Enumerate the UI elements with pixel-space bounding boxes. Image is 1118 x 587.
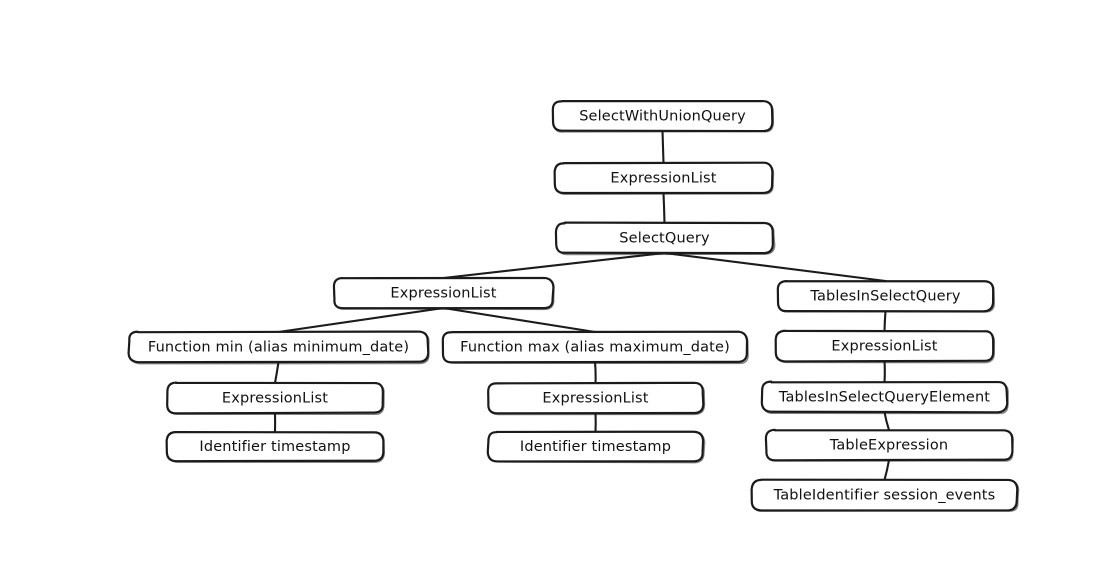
tree-node-tableexpression[interactable]: TableExpression — [766, 430, 1013, 461]
tree-node-expressionlist[interactable]: ExpressionList — [334, 278, 554, 309]
tree-edge — [664, 193, 665, 223]
node-label: Function max (alias maximum_date) — [460, 340, 730, 356]
tree-edge — [275, 362, 279, 383]
node-label: ExpressionList — [831, 339, 937, 355]
node-label: SelectQuery — [619, 231, 710, 247]
node-label: Identifier timestamp — [520, 439, 671, 455]
node-label: TablesInSelectQueryElement — [778, 390, 990, 406]
tree-edge — [279, 308, 444, 332]
node-label: TableIdentifier session_events — [773, 488, 996, 504]
node-label: Function min (alias minimum_date) — [148, 340, 409, 356]
tree-node-tablesinselectqueryelement[interactable]: TablesInSelectQueryElement — [762, 382, 1008, 414]
tree-edge — [444, 253, 665, 278]
tree-edge — [885, 311, 886, 331]
tree-node-expressionlist[interactable]: ExpressionList — [555, 163, 774, 194]
tree-node-selectwithunionquery[interactable]: SelectWithUnionQuery — [553, 101, 773, 132]
tree-node-tablesinselectquery[interactable]: TablesInSelectQuery — [778, 281, 994, 312]
node-label: Identifier timestamp — [199, 439, 350, 455]
node-label: ExpressionList — [610, 171, 716, 187]
tree-node-identifier-timestamp[interactable]: Identifier timestamp — [167, 432, 385, 462]
tree-node-identifier-timestamp[interactable]: Identifier timestamp — [488, 432, 705, 463]
node-label: ExpressionList — [542, 391, 648, 407]
node-label: ExpressionList — [222, 391, 328, 407]
tree-node-expressionlist[interactable]: ExpressionList — [776, 331, 995, 363]
tree-edge — [663, 131, 664, 163]
tree-node-function-max-alias-maximum-date[interactable]: Function max (alias maximum_date) — [443, 332, 748, 364]
tree-node-expressionlist[interactable]: ExpressionList — [167, 383, 384, 415]
node-layer: SelectWithUnionQueryExpressionListSelect… — [129, 101, 1019, 511]
node-label: SelectWithUnionQuery — [579, 109, 746, 125]
node-label: TableExpression — [829, 438, 948, 454]
tree-node-selectquery[interactable]: SelectQuery — [556, 223, 775, 255]
tree-node-function-min-alias-minimum-date[interactable]: Function min (alias minimum_date) — [129, 332, 429, 364]
tree-edge — [885, 460, 890, 480]
tree-node-tableidentifier-session-events[interactable]: TableIdentifier session_events — [752, 480, 1019, 511]
tree-node-expressionlist[interactable]: ExpressionList — [488, 383, 704, 415]
node-label: ExpressionList — [390, 286, 496, 302]
tree-edge — [885, 412, 890, 430]
tree-edge — [444, 308, 596, 332]
tree-edge — [665, 253, 886, 281]
tree-edge — [595, 362, 596, 383]
node-label: TablesInSelectQuery — [809, 289, 960, 305]
